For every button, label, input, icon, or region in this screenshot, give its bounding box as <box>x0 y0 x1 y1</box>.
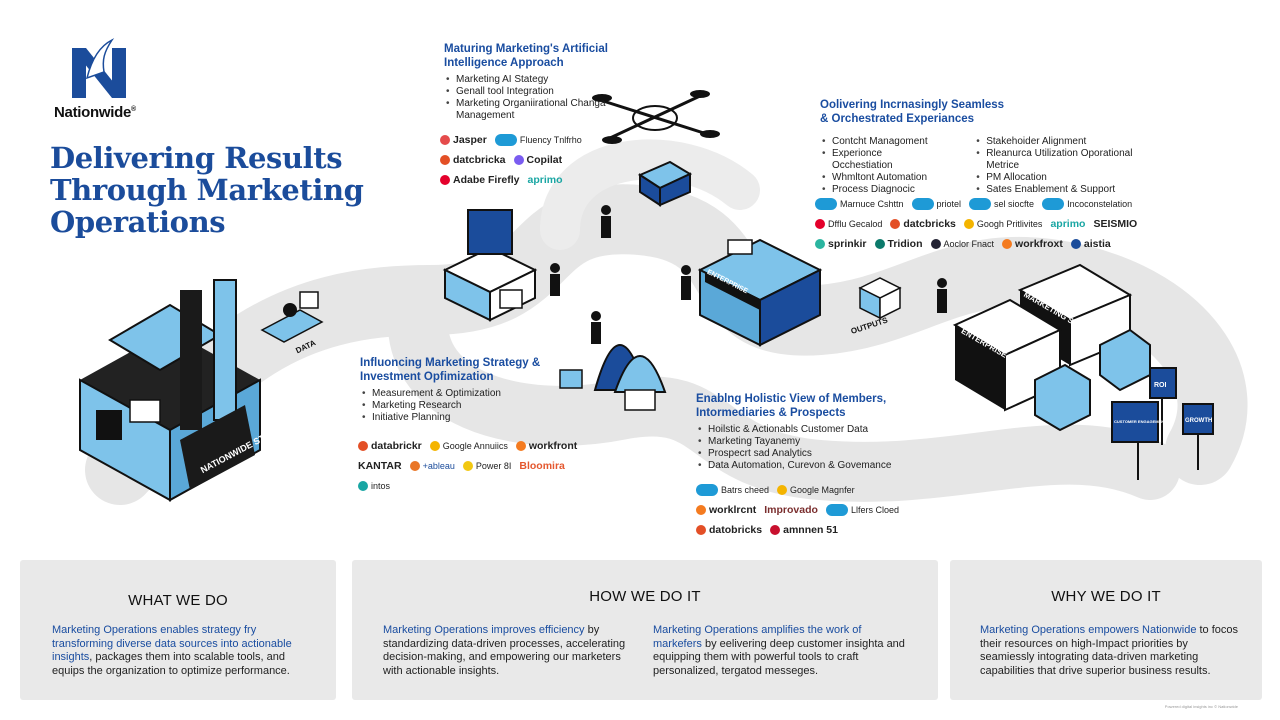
tool-logo: aistia <box>1070 236 1111 252</box>
sign-2-label: GROWTH <box>1185 418 1212 424</box>
tool-logo: Googh Pritlivites <box>963 216 1042 232</box>
section-strategy-tools: databrickr Google Annuiics workfront KAN… <box>358 438 598 494</box>
section-strategy-title: Influoncing Marketing Strategy & Investm… <box>360 357 541 383</box>
section-ai-title: Maturing Marketing's Artificial Intellig… <box>444 43 608 69</box>
tool-logo: KANTAR <box>358 460 402 472</box>
arch-illustration <box>559 344 667 411</box>
outputs-boxes-illustration <box>858 277 902 320</box>
section-experiences-item: Sates Enablement & Support <box>974 184 1160 196</box>
section-experiences-title: Oolivering Incrnasingly Seamless & Orche… <box>820 99 1005 125</box>
section-ai-item: Genall tool Integration <box>444 86 634 98</box>
tool-logo: Incoconstelation <box>1042 196 1132 212</box>
credit-text: Powered digital insights inc © Nationwid… <box>1164 704 1238 709</box>
tool-logo: aprimo <box>527 174 563 186</box>
data-cart-illustration <box>260 291 324 343</box>
page-title: Delivering Results Through Marketing Ope… <box>50 141 364 239</box>
section-holistic-item: Marketing Tayanemy <box>696 436 896 448</box>
brand-wordmark: Nationwide® <box>54 104 136 121</box>
truck-2-illustration <box>952 298 1091 432</box>
road-path: NATIONWIDE STRATEGY DATA ENTERPRISE <box>79 90 1248 505</box>
section-experiences: Oolivering Incrnasingly Seamless & Orche… <box>820 98 1160 196</box>
section-experiences-item: Rleanurca Utilization Oporational Metric… <box>974 148 1160 172</box>
upload-box-illustration <box>442 209 538 322</box>
sign-1-label: ROI <box>1154 382 1167 389</box>
panel-why-we-do-it: WHY WE DO IT Marketing Operations empowe… <box>950 560 1262 700</box>
section-ai: Maturing Marketing's Artificial Intellig… <box>444 42 634 122</box>
signposts-illustration <box>1111 367 1214 480</box>
section-holistic-item: Hoilstic & Actionabls Customer Data <box>696 424 896 436</box>
tool-logo: datcbricka <box>440 152 506 168</box>
tool-logo: Fluency Tnlfrho <box>494 132 582 148</box>
tool-logo: Google Magnfer <box>777 482 855 498</box>
tool-logo: Copilat <box>513 152 562 168</box>
panel-what-heading: WHAT WE DO <box>128 592 228 609</box>
section-strategy: Influoncing Marketing Strategy & Investm… <box>360 356 550 424</box>
panel-how-left-text: Marketing Operations improves efficiency… <box>383 624 626 677</box>
section-ai-item: Marketing Organiirational Changa Managem… <box>444 98 634 122</box>
tool-logo: +ableau <box>409 458 455 474</box>
tool-logo: Marnuce Cshttn <box>815 196 904 212</box>
tool-logo: aprimo <box>1050 218 1086 230</box>
sign-3-label: CUSTOMER ENGAGEMENT <box>1114 419 1167 424</box>
tool-logo: datobricks <box>696 522 762 538</box>
panel-how-right-text: Marketing Operations amplifies the work … <box>653 624 905 677</box>
section-experiences-tools: Marnuce Cshttn priotel sel siocfte Incoc… <box>815 196 1175 252</box>
tool-logo: Llfers Cloed <box>825 502 899 518</box>
tool-logo: databrickr <box>358 438 422 454</box>
section-experiences-item: PM Allocation <box>974 172 1160 184</box>
tool-logo: sprinkir <box>815 236 867 252</box>
panel-why-heading: WHY WE DO IT <box>1051 588 1161 605</box>
section-strategy-item: Measurement & Optimization <box>360 388 550 400</box>
section-holistic-tools: Batrs cheed Google Magnfer worklrcnt Imp… <box>696 482 916 538</box>
tool-logo: datcbricks <box>890 216 956 232</box>
tool-logo: Google Annuiics <box>429 438 508 454</box>
tool-logo: Aoclor Fnact <box>930 236 994 252</box>
storefront-illustration <box>697 238 823 347</box>
tool-logo: Tridion <box>874 236 923 252</box>
section-ai-tools: Jasper Fluency Tnlfrho datcbricka Copila… <box>440 132 620 188</box>
section-strategy-item: Marketing Research <box>360 400 550 412</box>
panel-why-text: Marketing Operations empowers Nationwide… <box>980 624 1239 677</box>
tool-logo: workfroxt <box>1002 236 1063 252</box>
tool-logo: Bloomira <box>519 460 565 472</box>
panel-how-we-do-it: HOW WE DO IT Marketing Operations improv… <box>352 560 938 700</box>
tool-logo: amnnen 51 <box>770 522 838 538</box>
nationwide-eagle-logo <box>72 38 126 98</box>
tool-logo: intos <box>358 478 390 494</box>
people-illustration <box>550 205 947 344</box>
tool-logo: Adabe Firefly <box>440 172 520 188</box>
section-experiences-item: Process Diagnocic <box>820 184 940 196</box>
section-holistic-title: Enablng Holistic View of Members, Intorm… <box>696 393 887 419</box>
tool-logo: Jasper <box>440 132 487 148</box>
panel-how-heading: HOW WE DO IT <box>589 588 701 605</box>
section-experiences-item: Whmltont Automation <box>820 172 940 184</box>
section-experiences-item: Experionce Occhestiation <box>820 148 940 172</box>
section-holistic-item: Data Automation, Curevon & Govemance <box>696 460 896 472</box>
section-ai-item: Marketing AI Stategy <box>444 74 634 86</box>
tool-logo: Power 8I <box>462 458 511 474</box>
tool-logo: sel siocfte <box>969 196 1034 212</box>
tool-logo: SEISMIO <box>1093 218 1138 230</box>
tool-logo: Dfflu Gecalod <box>815 216 882 232</box>
section-experiences-item: Stakehoider Alignment <box>974 136 1160 148</box>
tool-logo: Batrs cheed <box>696 482 769 498</box>
tool-logo: Improvado <box>764 504 818 516</box>
factory-illustration <box>79 279 261 502</box>
section-holistic-item: Prospecrt sad Analytics <box>696 448 896 460</box>
tool-logo: worklrcnt <box>696 502 756 518</box>
panel-what-we-do: WHAT WE DO Marketing Operations enables … <box>20 560 336 700</box>
tool-logo: priotel <box>911 196 961 212</box>
panel-what-text: Marketing Operations enables strategy fr… <box>52 624 292 677</box>
section-strategy-item: Initiative Planning <box>360 412 550 424</box>
tool-logo: workfront <box>515 438 577 454</box>
section-holistic: Enablng Holistic View of Members, Intorm… <box>696 392 896 472</box>
section-experiences-item: Contcht Managoment <box>820 136 940 148</box>
